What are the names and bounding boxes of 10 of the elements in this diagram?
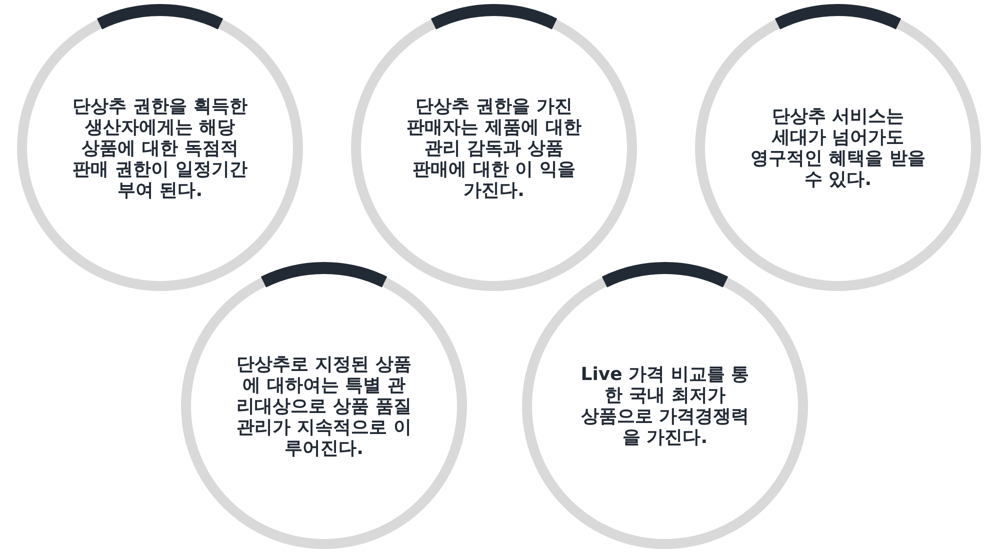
node-text: 단상추 서비스는 세대가 넘어가도 영구적인 혜택을 받을 수 있다. <box>750 106 926 190</box>
ring-node <box>180 262 468 550</box>
node-text: 단상추 권한을 가진 판매자는 제품에 대한 관리 감독과 상품 판매에 대한 이 익을 가진다. <box>406 96 582 200</box>
ring-node <box>350 4 638 292</box>
ring-node <box>694 4 982 292</box>
node-text: Live 가격 비교를 통 한 국내 최저가 상품으로 가격경쟁력 을 가진다. <box>580 364 750 448</box>
node-text: 단상추로 지정된 상품 에 대하여는 특별 관 리대상으로 상품 품질 관리가 지속적으로 이 루어진다. <box>236 354 412 458</box>
node-text: 단상추 권한을 획득한 생산자에게는 해당 상품에 대한 독점적 판매 권한이 일정기간 부여 된다. <box>72 96 248 200</box>
ring-node <box>16 4 304 292</box>
ring-node <box>521 262 809 550</box>
